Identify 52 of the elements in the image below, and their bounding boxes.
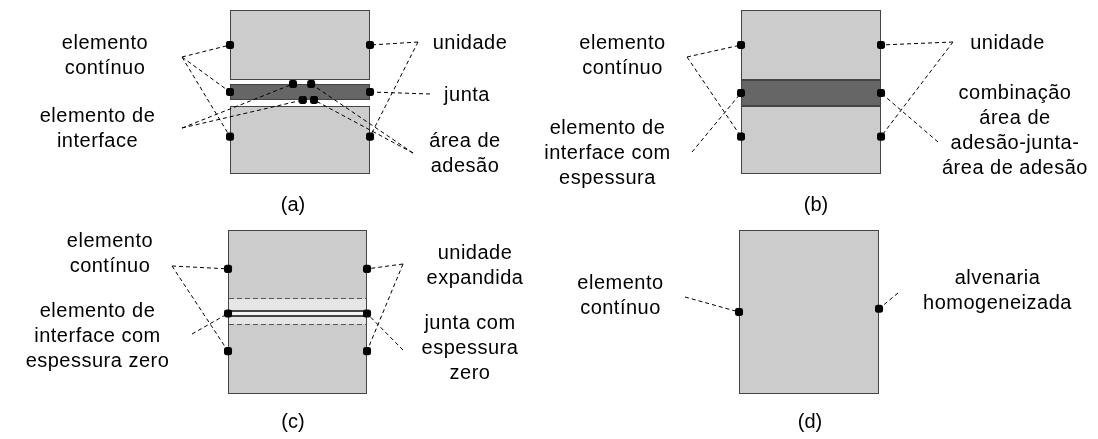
leader-line <box>181 95 307 129</box>
leader-line <box>181 56 235 97</box>
leader-line <box>365 87 431 97</box>
callout-label: elemento de interface <box>15 103 180 153</box>
callout-label: elemento contínuo <box>50 228 170 278</box>
panel-caption: (c) <box>280 410 306 433</box>
leader-line <box>365 40 419 50</box>
expanded-unit-block <box>228 230 367 311</box>
leader-line <box>876 88 939 143</box>
leader-line <box>874 292 899 313</box>
callout-label: junta <box>432 82 502 107</box>
leader-line <box>181 79 298 129</box>
leader-line <box>181 40 235 58</box>
leader-line <box>876 41 954 141</box>
expanded-unit-block <box>228 316 367 394</box>
panel-caption: (a) <box>279 193 307 216</box>
callout-label: unidade <box>420 30 520 55</box>
leader-line <box>686 56 746 141</box>
leader-line <box>876 40 954 50</box>
mortar-joint-block <box>741 80 881 106</box>
masonry-unit-block <box>230 106 370 174</box>
leader-line <box>171 265 233 356</box>
leader-line <box>691 88 746 153</box>
callout-label: unidade expandida <box>405 240 545 290</box>
callout-label: unidade <box>955 30 1060 55</box>
masonry-unit-block <box>230 10 370 80</box>
callout-label: junta com espessura zero <box>405 310 535 385</box>
leader-line <box>686 40 746 58</box>
leader-line <box>307 79 414 154</box>
callout-label: elemento contínuo <box>30 30 180 80</box>
leader-line <box>362 263 404 273</box>
callout-label: elemento de interface com espessura <box>525 115 690 190</box>
panel-caption: (b) <box>802 193 830 216</box>
leader-line <box>309 95 414 154</box>
masonry-unit-block <box>741 10 881 80</box>
callout-label: elemento contínuo <box>558 270 683 320</box>
leader-line <box>181 56 235 141</box>
panel-caption: (d) <box>796 410 824 433</box>
callout-label: elemento de interface com espessura zero <box>5 298 190 373</box>
leader-line <box>684 296 744 317</box>
leader-line <box>365 41 419 141</box>
leader-line <box>362 309 404 351</box>
leader-line <box>362 263 404 356</box>
callout-label: alvenaria homogeneizada <box>900 265 1095 315</box>
homogenized-masonry-block <box>739 230 879 394</box>
callout-label: elemento contínuo <box>560 30 685 80</box>
leader-line <box>171 264 233 273</box>
leader-line <box>191 309 233 335</box>
callout-label: combinação área de adesão-junta-área de adesão <box>940 80 1090 180</box>
masonry-unit-block <box>741 106 881 174</box>
mortar-joint-block <box>230 84 370 100</box>
callout-label: área de adesão <box>415 128 515 178</box>
